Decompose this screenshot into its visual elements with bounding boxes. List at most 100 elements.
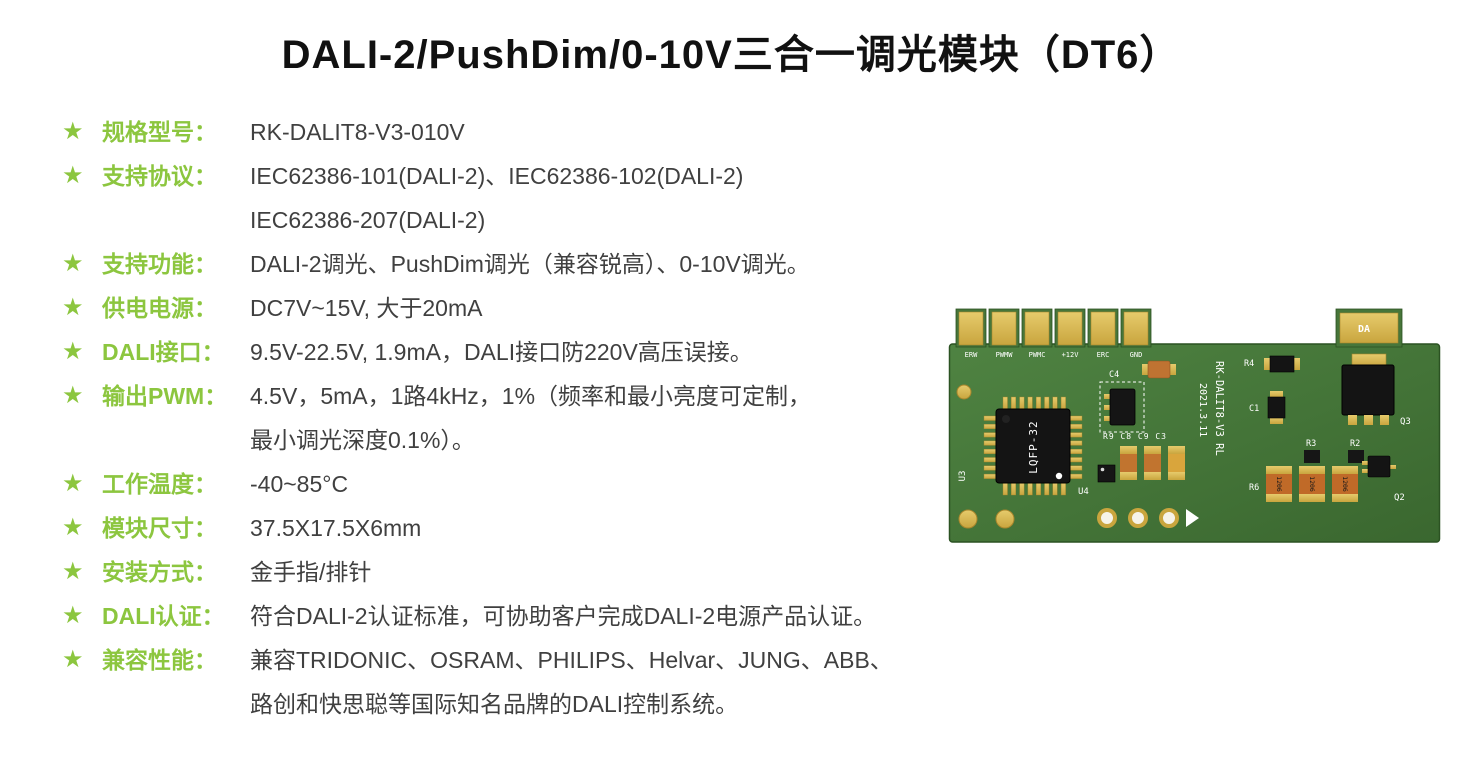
- pin-label: GND: [1130, 351, 1143, 359]
- star-icon: ★: [62, 338, 84, 365]
- spec-row-protocols: ★ 支持协议： IEC62386-101(DALI-2)、IEC62386-10…: [62, 154, 944, 242]
- spec-label: DALI认证：: [102, 603, 225, 629]
- star-icon: ★: [62, 602, 84, 629]
- gold-finger-pad: [1120, 308, 1152, 348]
- spec-value: 兼容TRIDONIC、OSRAM、PHILIPS、Helvar、JUNG、ABB…: [250, 638, 944, 726]
- spec-value: RK-DALIT8-V3-010V: [250, 110, 944, 154]
- sot23-transistor: [1362, 455, 1396, 478]
- spec-value-line: -40~85°C: [250, 471, 349, 497]
- spec-row-operating-temperature: ★ 工作温度： -40~85°C: [62, 462, 944, 506]
- ref-c1-label: C1: [1249, 404, 1259, 414]
- triangle-marker: [1186, 509, 1199, 527]
- spec-row-functions: ★ 支持功能： DALI-2调光、PushDim调光（兼容锐高）、0-10V调光…: [62, 242, 944, 286]
- spec-row-model: ★ 规格型号： RK-DALIT8-V3-010V: [62, 110, 944, 154]
- to92-transistor: [1104, 388, 1136, 426]
- gold-pad: [958, 509, 978, 529]
- spec-value-line: IEC62386-101(DALI-2)、IEC62386-102(DALI-2…: [250, 163, 744, 189]
- dali-pad-tab: DA: [1335, 308, 1403, 348]
- dashed-outline: [1099, 381, 1145, 433]
- spec-row-module-size: ★ 模块尺寸： 37.5X17.5X6mm: [62, 506, 944, 550]
- orientation-dot: [1055, 472, 1063, 480]
- star-icon: ★: [62, 294, 84, 321]
- ref-q3-label: Q3: [1400, 417, 1411, 427]
- star-icon: ★: [62, 646, 84, 673]
- sot223-transistor: [1341, 353, 1395, 425]
- through-hole-pad: [1159, 508, 1179, 528]
- board-marking-label: RK-DALIT8-V3 RL: [1213, 361, 1225, 456]
- ref-r3-label: R3: [1306, 439, 1316, 449]
- gold-pad: [995, 509, 1015, 529]
- spec-value-line: 4.5V，5mA，1路4kHz，1%（频率和最小亮度可定制，: [250, 383, 812, 409]
- ref-row-label: R9 C8 C9 C3: [1103, 432, 1167, 441]
- pin-labels: ERW PWMW PWMC +12V ERC GND: [965, 351, 1143, 359]
- spec-value: -40~85°C: [250, 462, 944, 506]
- spec-label: 兼容性能：: [102, 647, 217, 673]
- spec-row-dali-interface: ★ DALI接口： 9.5V-22.5V, 1.9mA，DALI接口防220V高…: [62, 330, 944, 374]
- pin-label: ERW: [965, 351, 978, 359]
- pin-label: PWMC: [1029, 351, 1046, 359]
- gold-finger-connector: [955, 308, 1152, 348]
- spec-value-line: 兼容TRIDONIC、OSRAM、PHILIPS、Helvar、JUNG、ABB…: [250, 647, 893, 673]
- page-title: DALI-2/PushDim/0-10V三合一调光模块（DT6）: [281, 33, 1181, 77]
- gold-pad: [956, 384, 972, 400]
- spec-row-dali-certification: ★ DALI认证： 符合DALI-2认证标准，可协助客户完成DALI-2电源产品…: [62, 594, 944, 638]
- pin-label: +12V: [1062, 351, 1080, 359]
- spec-label: 支持协议：: [102, 163, 217, 189]
- smd-resistor-1206: 1206: [1332, 466, 1358, 502]
- spec-label: 工作温度：: [102, 471, 217, 497]
- spec-value: IEC62386-101(DALI-2)、IEC62386-102(DALI-2…: [250, 154, 944, 242]
- gold-finger-pad: [1021, 308, 1053, 348]
- spec-row-power-supply: ★ 供电电源： DC7V~15V, 大于20mA: [62, 286, 944, 330]
- pin-label: PWMW: [996, 351, 1014, 359]
- spec-value: 4.5V，5mA，1路4kHz，1%（频率和最小亮度可定制， 最小调光深度0.1…: [250, 374, 944, 462]
- spec-label: 规格型号：: [102, 119, 217, 145]
- pin-label: ERC: [1097, 351, 1110, 359]
- resistor-marking: 1206: [1308, 476, 1316, 492]
- spec-value: DALI-2调光、PushDim调光（兼容锐高）、0-10V调光。: [250, 242, 944, 286]
- star-icon: ★: [62, 250, 84, 277]
- smd-capacitor: [1144, 446, 1161, 480]
- resistor-marking: 1206: [1341, 476, 1349, 492]
- through-hole-pad: [1097, 508, 1117, 528]
- ref-q2-label: Q2: [1394, 493, 1405, 503]
- spec-label: DALI接口：: [102, 339, 225, 365]
- gold-finger-pad: [1087, 308, 1119, 348]
- ref-u4-label: U4: [1078, 487, 1089, 497]
- spec-row-mounting: ★ 安装方式： 金手指/排针: [62, 550, 944, 594]
- through-hole-pad: [1128, 508, 1148, 528]
- star-icon: ★: [62, 382, 84, 409]
- ref-r4-label: R4: [1244, 359, 1254, 369]
- qfp-chip: LQFP-32: [983, 396, 1083, 496]
- star-icon: ★: [62, 470, 84, 497]
- spec-value-line: 9.5V-22.5V, 1.9mA，DALI接口防220V高压误接。: [250, 339, 753, 365]
- ref-r6-label: R6: [1249, 483, 1259, 493]
- smd-resistor-1206: 1206: [1266, 466, 1292, 502]
- spec-value-line: 37.5X17.5X6mm: [250, 515, 422, 541]
- spec-list: ★ 规格型号： RK-DALIT8-V3-010V ★ 支持协议： IEC623…: [62, 110, 944, 726]
- star-icon: ★: [62, 558, 84, 585]
- gold-finger-pad: [988, 308, 1020, 348]
- spec-value: 9.5V-22.5V, 1.9mA，DALI接口防220V高压误接。: [250, 330, 944, 374]
- smd-capacitor: [1142, 360, 1176, 379]
- spec-value-line: 符合DALI-2认证标准，可协助客户完成DALI-2电源产品认证。: [250, 603, 877, 629]
- spec-value-line: RK-DALIT8-V3-010V: [250, 119, 465, 145]
- dali-pad-label: DA: [1358, 324, 1370, 335]
- gold-finger-pad: [1054, 308, 1086, 348]
- smd-component: [1348, 450, 1364, 463]
- spec-value: 金手指/排针: [250, 550, 944, 594]
- smd-resistor-1206: 1206: [1299, 466, 1325, 502]
- spec-label: 模块尺寸：: [102, 515, 217, 541]
- spec-label: 安装方式：: [102, 559, 217, 585]
- spec-value-line: 最小调光深度0.1%）。: [250, 427, 475, 453]
- spec-value: DC7V~15V, 大于20mA: [250, 286, 944, 330]
- spec-value-line: DALI-2调光、PushDim调光（兼容锐高）、0-10V调光。: [250, 251, 810, 277]
- spec-value-line: 金手指/排针: [250, 559, 372, 585]
- chip-marking-label: LQFP-32: [1027, 420, 1040, 473]
- star-icon: ★: [62, 162, 84, 189]
- spec-row-compatibility: ★ 兼容性能： 兼容TRIDONIC、OSRAM、PHILIPS、Helvar、…: [62, 638, 944, 726]
- date-marking-label: 2021.3.11: [1197, 383, 1208, 437]
- star-icon: ★: [62, 514, 84, 541]
- spec-label: 支持功能：: [102, 251, 217, 277]
- pin1-dimple: [1002, 415, 1010, 423]
